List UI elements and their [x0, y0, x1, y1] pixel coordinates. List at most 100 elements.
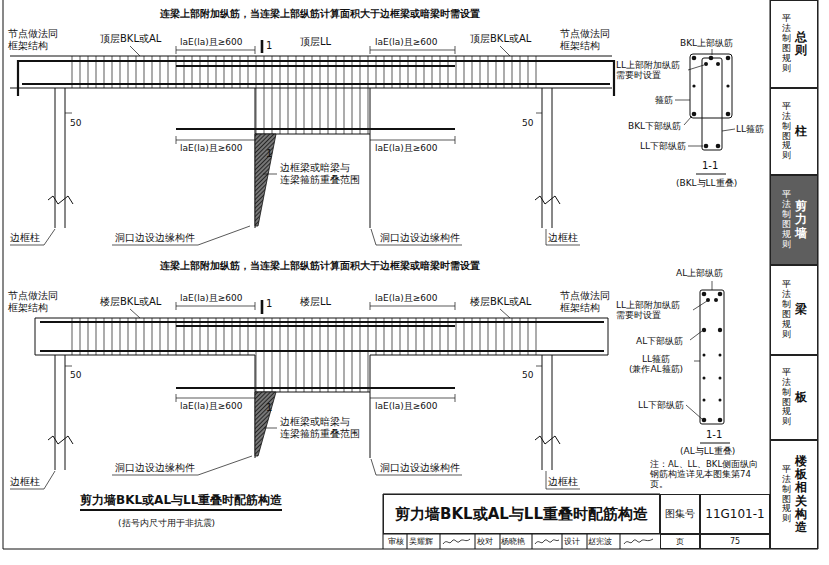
drawing-caption: (括号内尺寸用于非抗震) — [118, 518, 215, 528]
tab-subtitle: 平法制图规则 — [782, 190, 791, 249]
signoff-text: 吴耀辉 — [409, 537, 433, 546]
drawing-label: 1-1 — [706, 429, 722, 441]
roof-section-1-1-part — [692, 112, 697, 117]
title-block-cell: 图集号 — [660, 494, 700, 534]
floor-section-1-1-part — [703, 354, 706, 357]
drawing-title: 剪力墙BKL或AL与LL重叠时配筋构造 — [80, 494, 282, 511]
cell-text: 页 — [676, 536, 684, 547]
drawing-label: 节点做法同 框架结构 — [560, 28, 616, 51]
floor-beam-elevation-part — [176, 326, 455, 388]
drawing-label: 节点做法同 框架结构 — [8, 28, 64, 51]
drawing-label: 边框柱 — [548, 476, 578, 488]
tab-title: 柱 — [795, 125, 807, 138]
roof-beam-elevation-part — [263, 174, 277, 175]
drawing-label: 1-1 — [702, 160, 718, 172]
drawing-label: BKL下部纵筋 — [628, 121, 681, 131]
drawing-label: 边框柱 — [10, 476, 40, 488]
drawing-label: laE(la)且≥600 — [375, 143, 437, 153]
drawing-label: 1 — [266, 298, 272, 310]
floor-section-1-1-part — [719, 354, 722, 357]
tab-subtitle: 平法制图规则 — [782, 368, 791, 427]
roof-section-1-1-part — [726, 84, 729, 87]
chapter-tab: 平法制图规则板 — [770, 355, 818, 440]
signoff-text: 赵宪波 — [588, 537, 612, 546]
drawing-label: 顶层BKL或AL — [100, 33, 161, 45]
floor-beam-elevation-part — [130, 309, 510, 318]
drawing-label: LL上部附加纵筋 需要时设置 — [616, 300, 692, 321]
roof-beam-elevation-part — [10, 226, 580, 245]
roof-section-1-1-part — [709, 56, 714, 61]
floor-section-1-1-part — [714, 298, 718, 302]
roof-beam-elevation-part — [176, 66, 455, 129]
tab-title: 板 — [795, 391, 807, 404]
floor-beam-elevation-part — [65, 366, 542, 367]
drawing-label: BKL上部纵筋 — [680, 38, 733, 48]
roof-beam-elevation-part — [65, 113, 542, 114]
roof-beam-elevation-part — [176, 136, 455, 144]
roof-beam-elevation — [10, 40, 614, 245]
drawing-label: LL下部纵筋 — [640, 141, 686, 151]
roof-beam-elevation-part — [130, 46, 510, 56]
drawing-label: 50 — [522, 118, 533, 128]
drawing-label: 连梁上部附加纵筋，当连梁上部纵筋计算面积大于边框梁或暗梁时需设置 — [160, 260, 480, 272]
drawing-label: LL下部纵筋 — [638, 400, 684, 410]
floor-beam-elevation-part — [40, 321, 604, 323]
roof-beam-elevation-part — [10, 56, 612, 134]
floor-section-1-1-part — [702, 292, 707, 297]
drawing-label: AL上部纵筋 — [676, 268, 723, 278]
roof-beam-elevation-part — [255, 134, 276, 226]
cell-text: 图集号 — [665, 507, 695, 521]
drawing-label: 洞口边设边缘构件 — [380, 232, 460, 244]
signoff-text: 设计 — [564, 537, 580, 546]
tab-subtitle: 平法制图规则 — [782, 102, 791, 161]
chapter-tab: 平法制图规则楼板相关构造 — [770, 440, 818, 549]
roof-section-1-1-part — [690, 54, 732, 118]
drawing-label: AL下部纵筋 — [636, 336, 683, 346]
floor-section-1-1-part — [702, 418, 707, 423]
drawing-label: 边框柱 — [10, 232, 40, 244]
drawing-label: 50 — [522, 370, 533, 380]
tab-subtitle: 平法制图规则 — [782, 465, 791, 524]
signoff-text: 校对 — [477, 537, 493, 546]
roof-section-1-1-part — [716, 62, 720, 66]
floor-section-1-1-part — [719, 399, 722, 402]
floor-section-1-1-part — [703, 377, 706, 380]
drawing-label: laE(la)且≥600 — [180, 143, 242, 153]
roof-section-1-1-part — [704, 62, 708, 66]
floor-beam-elevation-part — [72, 318, 536, 392]
signoff-text: 审核 — [388, 537, 404, 546]
tab-title: 总则 — [795, 31, 807, 57]
drawing-label: laE(la)且≥600 — [180, 401, 242, 411]
roof-section-1-1-part — [726, 112, 731, 117]
drawing-label: 1 — [266, 402, 272, 414]
floor-section-1-1-part — [702, 292, 723, 423]
tab-title: 梁 — [795, 303, 807, 316]
drawing-label: (BKL与LL重叠) — [676, 178, 737, 188]
floor-beam-elevation-part — [55, 355, 552, 470]
title-block-cell: 剪力墙BKL或AL与LL重叠时配筋构造 — [383, 494, 660, 534]
drawing-label: 节点做法同 框架结构 — [560, 290, 616, 313]
drawing-label: 洞口边设边缘构件 — [380, 462, 460, 474]
drawing-label: 边框梁或暗梁与 连梁箍筋重叠范围 — [280, 416, 376, 439]
floor-beam-elevation — [10, 300, 608, 489]
cell-text: 11G101-1 — [705, 507, 764, 521]
title-block-cell: 页 — [660, 534, 700, 549]
drawing-label: 50 — [70, 118, 81, 128]
floor-section-1-1-part — [719, 377, 722, 380]
tab-subtitle: 平法制图规则 — [782, 14, 791, 73]
chapter-tab: 平法制图规则梁 — [770, 265, 818, 355]
roof-section-1-1-part — [692, 84, 695, 87]
drawing-label: 楼层BKL或AL — [100, 296, 161, 308]
signoff-text: 杨晓艳 — [501, 537, 525, 546]
floor-beam-elevation-part — [40, 350, 604, 352]
floor-beam-elevation-part — [264, 428, 277, 429]
drawing-label: LL箍筋 (兼作AL箍筋) — [620, 354, 692, 375]
sheet-frame-part — [3, 0, 818, 549]
floor-beam-elevation-part — [35, 318, 608, 355]
tab-title: 楼板相关构造 — [795, 455, 807, 534]
drawing-label: 连梁上部附加纵筋，当连梁上部纵筋计算面积大于边框梁或暗梁时需设置 — [160, 8, 480, 20]
drawing-label: 1 — [266, 148, 272, 160]
tab-title: 剪力墙 — [795, 200, 807, 240]
drawing-label: 洞口边设边缘构件 — [115, 462, 195, 474]
